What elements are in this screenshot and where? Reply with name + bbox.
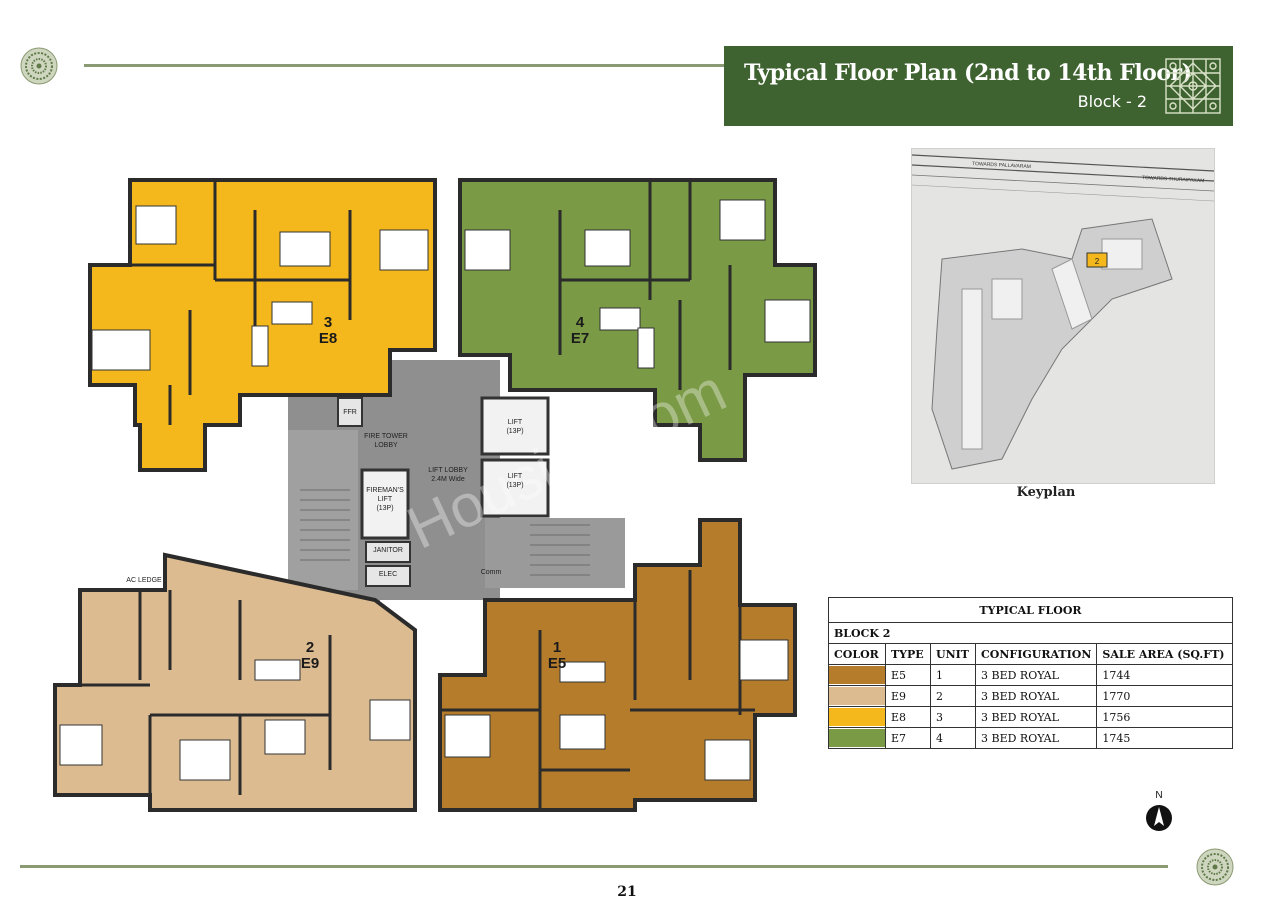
config-cell: 3 BED ROYAL — [974, 706, 1098, 728]
unit-type: E9 — [300, 655, 320, 672]
elec-label: ELEC — [378, 571, 398, 578]
color-swatch-cell — [828, 664, 886, 686]
floor-plan: Housiey.com 3 E8 4 E7 2 E9 1 E5 FFR FIRE… — [40, 170, 830, 820]
keyplan-road-2: TOWARDS THURAIPAKAM — [1142, 175, 1205, 184]
unit-e5-area — [438, 518, 797, 812]
area-cell: 1756 — [1096, 706, 1233, 728]
keyplan-label: Keyplan — [1016, 485, 1076, 500]
type-cell: E8 — [885, 706, 931, 728]
fire-tower-lobby-label: FIRE TOWER LOBBY — [364, 433, 408, 449]
area-cell: 1745 — [1096, 727, 1233, 749]
unit-number: 3 — [323, 314, 333, 331]
unit-number: 2 — [305, 639, 315, 656]
core-area — [288, 360, 625, 630]
color-swatch — [829, 729, 885, 747]
unit-e8-area — [88, 178, 437, 472]
unit-4-label: 4 E7 — [560, 315, 600, 347]
north-arrow-icon: N — [1144, 790, 1174, 834]
table-row: E5 1 3 BED ROYAL 1744 — [828, 664, 1233, 686]
keyplan-block-marker: 2 — [1095, 257, 1100, 266]
col-header-unit: UNIT — [930, 643, 976, 665]
unit-cell: 3 — [930, 706, 976, 728]
unit-cell: 4 — [930, 727, 976, 749]
keyplan-road-1: TOWARDS PALLAVARAM — [972, 161, 1031, 170]
unit-2-label: 2 E9 — [290, 640, 330, 672]
medallion-logo-bottom — [1196, 848, 1234, 886]
col-header-configuration: CONFIGURATION — [974, 643, 1098, 665]
area-cell: 1744 — [1096, 664, 1233, 686]
color-swatch-cell — [828, 706, 886, 728]
page-number: 21 — [617, 884, 637, 900]
unit-type: E5 — [547, 655, 567, 672]
unit-number: 4 — [575, 314, 585, 331]
block-subtitle: Block - 2 — [1077, 92, 1147, 111]
area-cell: 1770 — [1096, 685, 1233, 707]
lift-lobby-label: LIFT LOBBY 2.4M Wide — [428, 467, 468, 483]
unit-e9-area — [53, 552, 417, 812]
color-swatch-cell — [828, 685, 886, 707]
unit-number: 1 — [552, 639, 562, 656]
config-cell: 3 BED ROYAL — [974, 664, 1098, 686]
ffr-label: FFR — [343, 409, 357, 416]
col-header-color: COLOR — [828, 643, 886, 665]
table-row: E8 3 3 BED ROYAL 1756 — [828, 706, 1233, 728]
janitor-label: JANITOR — [373, 547, 403, 554]
lift-2-label: LIFT (13P) — [506, 473, 524, 489]
floor-plan-drawing: Housiey.com — [53, 178, 817, 812]
page-title: Typical Floor Plan (2nd to 14th Floor) — [744, 60, 1192, 86]
type-cell: E9 — [885, 685, 931, 707]
typical-floor-table: TYPICAL FLOOR BLOCK 2 COLOR TYPE UNIT CO… — [828, 597, 1233, 749]
type-cell: E5 — [885, 664, 931, 686]
col-header-sale-area: SALE AREA (SQ.FT) — [1096, 643, 1233, 665]
unit-3-label: 3 E8 — [308, 315, 348, 347]
unit-type: E8 — [318, 330, 338, 347]
firemans-lift-label: FIREMAN'S LIFT (13P) — [366, 487, 404, 512]
unit-1-label: 1 E5 — [537, 640, 577, 672]
title-banner: Typical Floor Plan (2nd to 14th Floor) B… — [724, 46, 1233, 126]
table-block: BLOCK 2 — [828, 622, 1233, 644]
table-row: E9 2 3 BED ROYAL 1770 — [828, 685, 1233, 707]
bottom-rule — [20, 865, 1168, 868]
table-row: E7 4 3 BED ROYAL 1745 — [828, 727, 1233, 749]
north-label: N — [1155, 790, 1163, 801]
unit-type: E7 — [570, 330, 590, 347]
top-rule — [84, 64, 724, 67]
unit-cell: 1 — [930, 664, 976, 686]
table-block-row: BLOCK 2 — [828, 622, 1233, 644]
config-cell: 3 BED ROYAL — [974, 685, 1098, 707]
unit-e7-area — [458, 178, 817, 462]
type-cell: E7 — [885, 727, 931, 749]
keyplan-map: 2 TOWARDS PALLAVARAM TOWARDS THURAIPAKAM — [911, 148, 1215, 484]
color-swatch-cell — [828, 727, 886, 749]
table-title-row: TYPICAL FLOOR — [828, 597, 1233, 623]
color-swatch — [829, 708, 885, 726]
config-cell: 3 BED ROYAL — [974, 727, 1098, 749]
unit-cell: 2 — [930, 685, 976, 707]
ac-ledge-label: AC LEDGE — [126, 577, 162, 584]
color-swatch — [829, 687, 885, 705]
color-swatch — [829, 666, 885, 684]
kolam-pattern-icon — [1160, 53, 1226, 119]
lift-1-label: LIFT (13P) — [506, 419, 524, 435]
comm-label: Comm — [480, 569, 502, 576]
col-header-type: TYPE — [885, 643, 931, 665]
table-title: TYPICAL FLOOR — [828, 597, 1233, 623]
table-header-row: COLOR TYPE UNIT CONFIGURATION SALE AREA … — [828, 643, 1233, 665]
medallion-logo-top — [20, 47, 58, 85]
